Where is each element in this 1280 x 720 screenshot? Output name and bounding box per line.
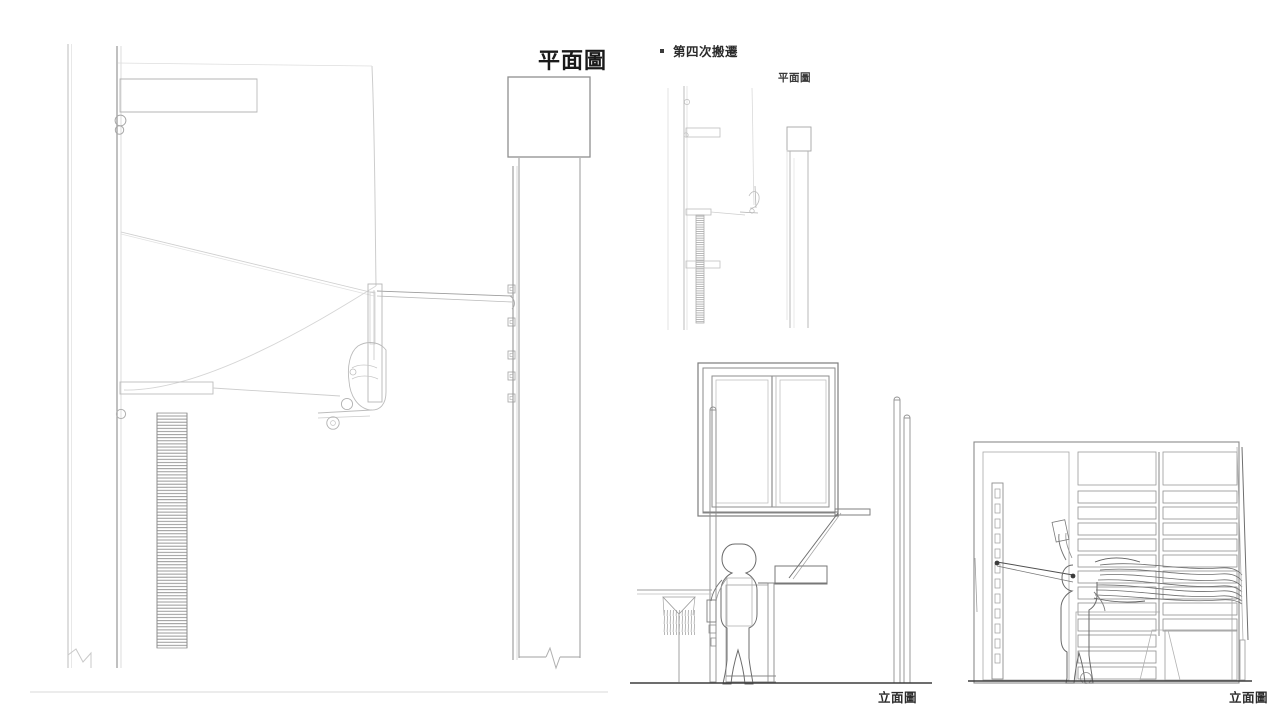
label-elevation-right: 立面圖 <box>1229 690 1269 705</box>
drawing-plan-mini <box>667 86 812 330</box>
drawing-plan-main <box>30 44 608 693</box>
bullet-heading-row: 第四次搬遷 <box>660 41 738 60</box>
drawing-elevation-right <box>968 441 1252 684</box>
bullet-point-icon <box>660 48 664 53</box>
label-plan-main: 平面圖 <box>538 49 608 74</box>
drawing-elevation-middle <box>630 362 932 685</box>
label-plan-mini: 平面圖 <box>778 72 811 84</box>
bullet-heading-text: 第四次搬遷 <box>673 44 739 59</box>
label-elevation-middle: 立面圖 <box>878 690 918 705</box>
